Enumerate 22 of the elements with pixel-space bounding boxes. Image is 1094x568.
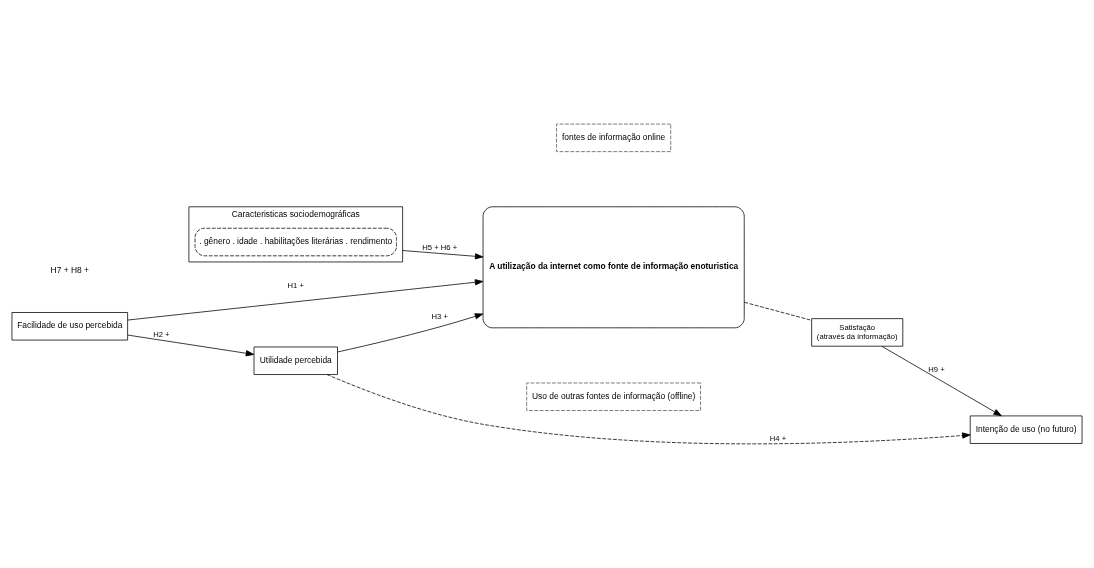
edge-label: H9 + bbox=[928, 365, 945, 375]
edge-label: H5 + H6 + bbox=[422, 243, 458, 253]
arrow bbox=[402, 250, 484, 260]
arrow bbox=[881, 345, 1002, 417]
node-box: Intenção de uso (no futuro) bbox=[969, 415, 1083, 444]
arrow bbox=[337, 313, 484, 353]
label: H7 + H8 + bbox=[50, 265, 89, 276]
node-box: Satisfação (através da informação) bbox=[811, 318, 904, 347]
node-box: Facilidade de uso percebida bbox=[11, 312, 128, 341]
node-box: Utilidade percebida bbox=[253, 346, 338, 375]
connector bbox=[743, 301, 812, 321]
node-box: A utilização da internet como fonte de informação enoturistica bbox=[482, 206, 745, 329]
edge-label: H3 + bbox=[431, 312, 448, 322]
edge-label: H4 + bbox=[769, 434, 787, 444]
edge-label: H1 + bbox=[287, 280, 304, 290]
node-box: . gênero . idade . habilitações literárias . rendimento bbox=[194, 227, 397, 257]
arrow bbox=[127, 279, 484, 321]
arrow bbox=[127, 334, 255, 357]
arrow bbox=[326, 374, 971, 445]
node-box: Uso de outras fontes de informação (offline) bbox=[526, 382, 701, 411]
node-box: fontes de informação online bbox=[556, 123, 672, 153]
edge-label: H2 + bbox=[153, 330, 170, 340]
